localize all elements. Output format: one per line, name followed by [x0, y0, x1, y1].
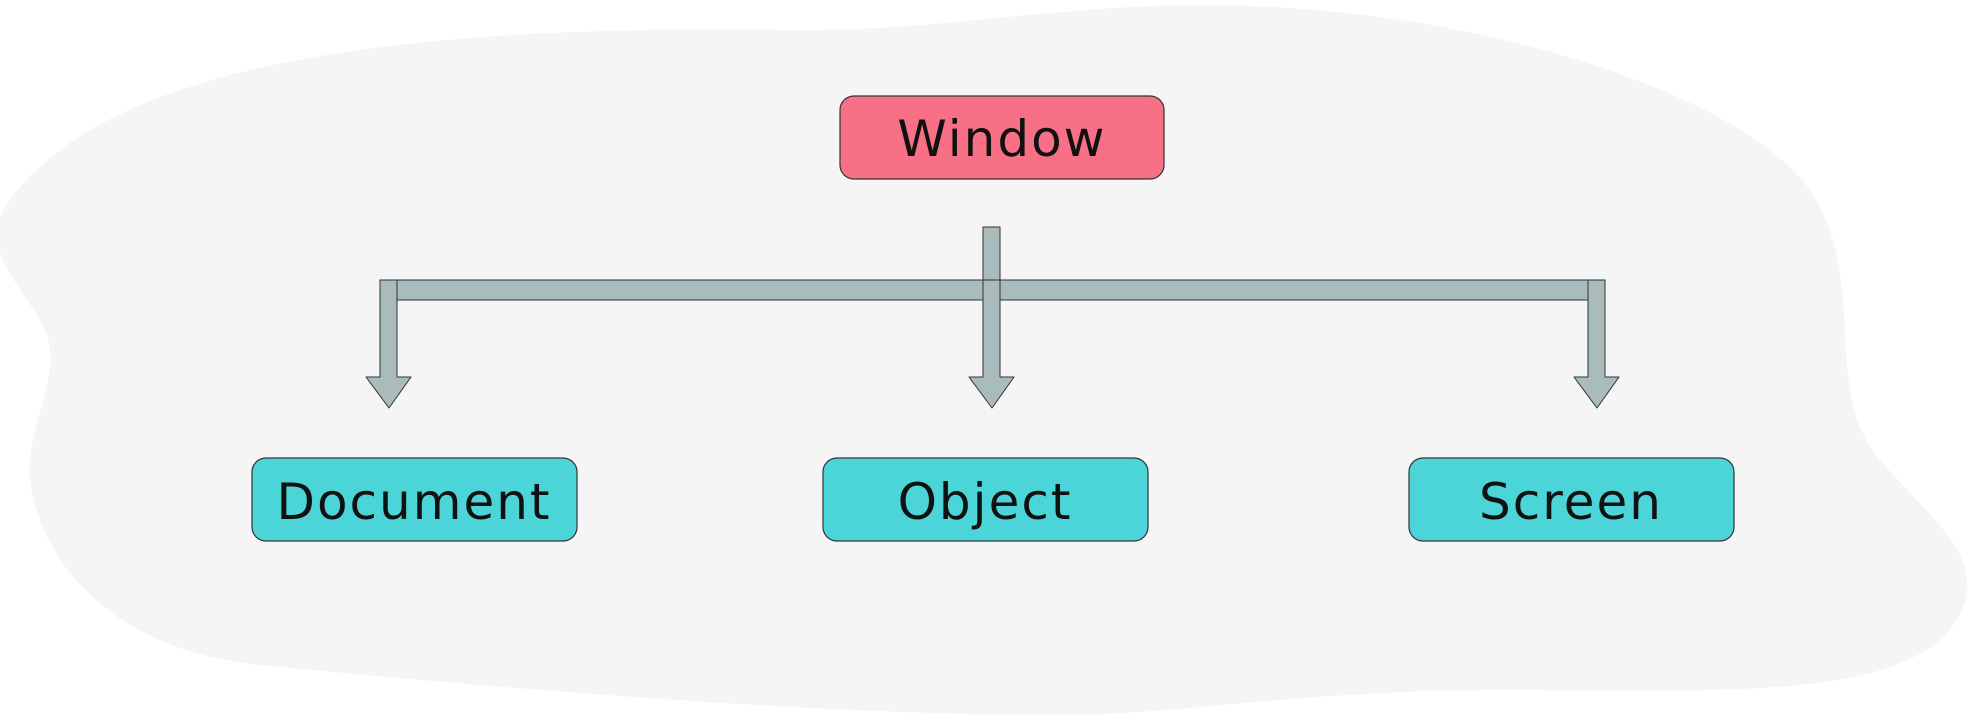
node-window-box: [839, 95, 1165, 180]
arrow-to-document: [365, 279, 412, 409]
node-document-box: [251, 457, 578, 542]
arrow-to-object: [968, 279, 1015, 409]
arrow-to-screen: [1573, 279, 1620, 409]
node-screen-box: [1408, 457, 1735, 542]
node-window[interactable]: Window: [839, 95, 1165, 180]
node-object-box: [822, 457, 1149, 542]
node-object[interactable]: Object: [822, 457, 1149, 542]
node-screen[interactable]: Screen: [1408, 457, 1735, 542]
node-object-label: Object: [898, 473, 1073, 531]
node-screen-label: Screen: [1479, 473, 1663, 531]
node-document[interactable]: Document: [251, 457, 578, 542]
node-document-label: Document: [276, 473, 551, 531]
node-window-label: Window: [897, 110, 1106, 168]
